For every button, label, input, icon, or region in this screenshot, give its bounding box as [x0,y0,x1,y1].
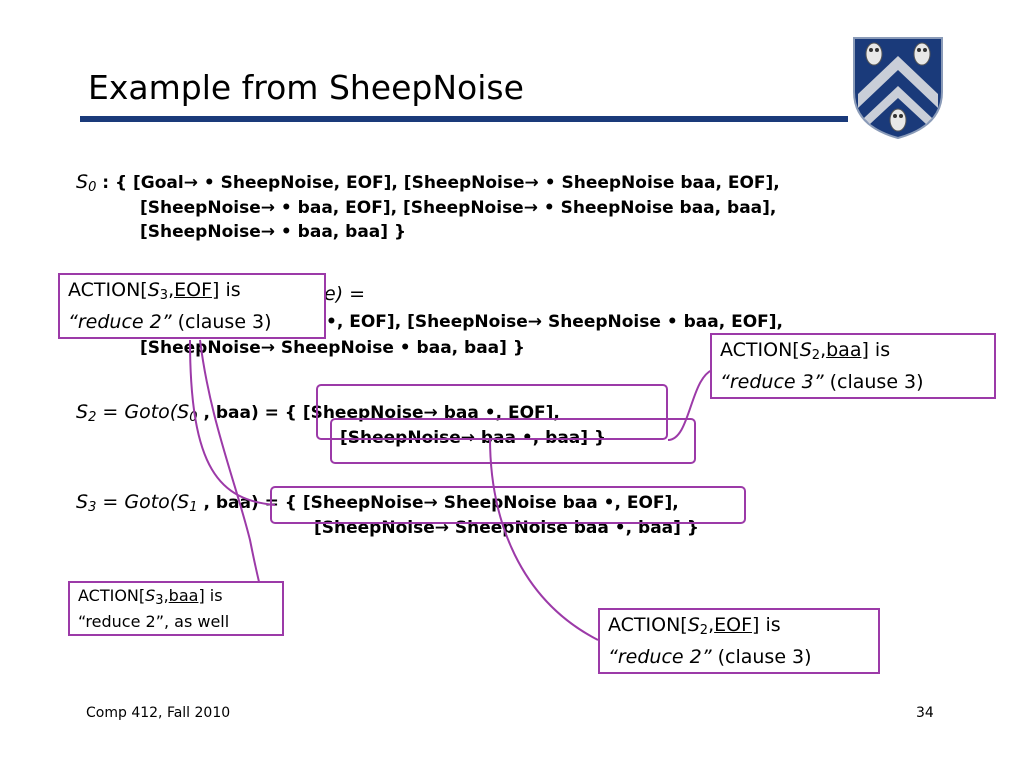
callout-action-s3-eof: ACTION[S3,EOF] is “reduce 2” (clause 3) [58,273,326,339]
callout-action-s2-eof: ACTION[S2,EOF] is “reduce 2” (clause 3) [598,608,880,674]
callout-action-s2-baa: ACTION[S2,baa] is “reduce 3” (clause 3) [710,333,996,399]
s1-fragment: e) = [324,283,366,305]
s1-line3: [SheepNoise→ SheepNoise • baa, baa] } [140,338,525,358]
title-rule [80,116,848,122]
s0-line1: S0 : { [Goal→ • SheepNoise, EOF], [Sheep… [76,171,780,195]
highlight-s2-eof [316,384,668,440]
slide-title: Example from SheepNoise [88,68,524,107]
s1-line2: •, EOF], [SheepNoise→ SheepNoise • baa, … [326,312,784,332]
s3-line1: S3 = Goto(S1 , baa) = { [SheepNoise→ She… [76,491,679,515]
s0-line2: [SheepNoise→ • baa, EOF], [SheepNoise→ •… [140,198,777,218]
rice-university-shield-icon [850,34,946,140]
page-number: 34 [916,705,934,721]
footer-course: Comp 412, Fall 2010 [86,705,231,721]
callout-action-s3-baa: ACTION[S3,baa] is “reduce 2”, as well [68,581,284,636]
highlight-s2-baa [330,418,696,464]
s0-line3: [SheepNoise→ • baa, baa] } [140,222,407,242]
